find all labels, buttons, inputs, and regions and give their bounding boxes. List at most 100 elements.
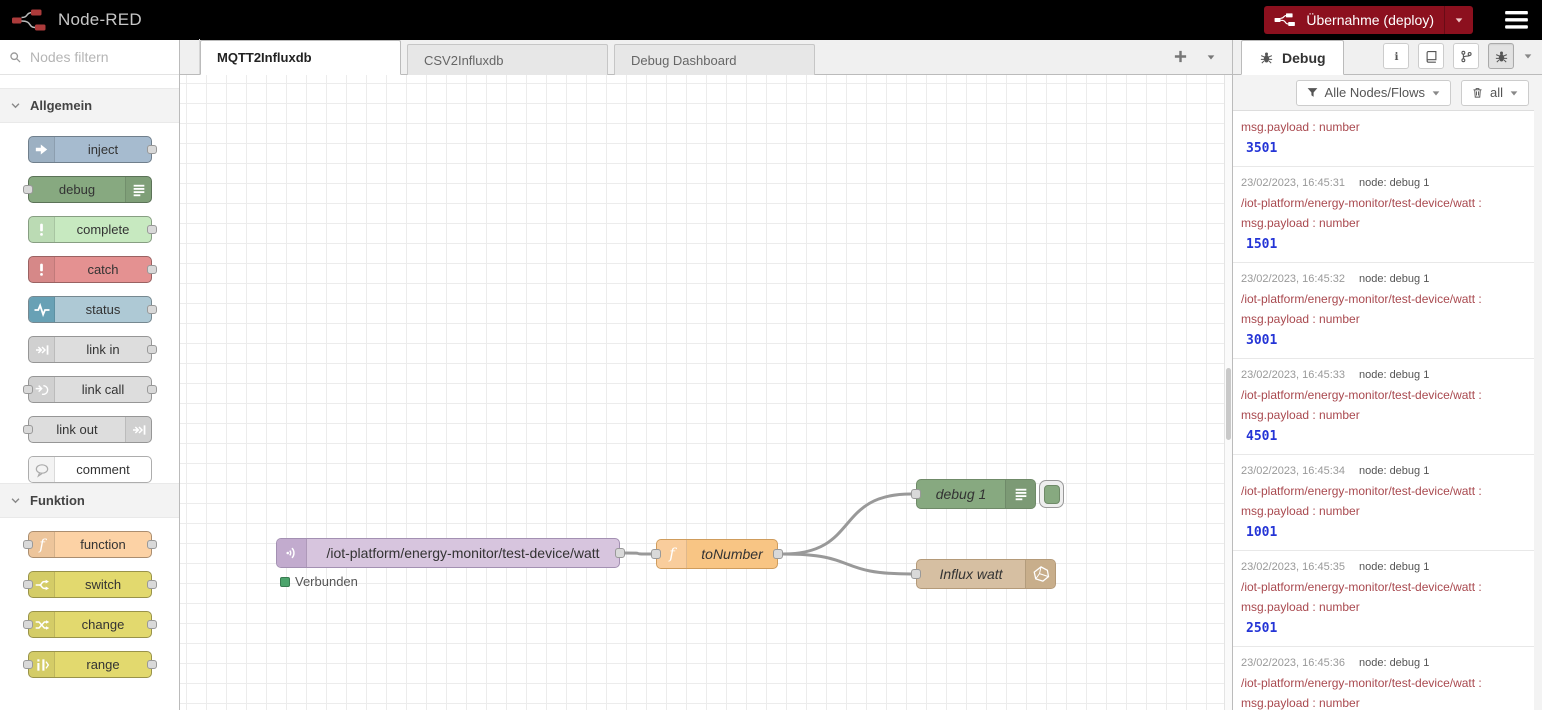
deploy-options-caret[interactable]: [1444, 6, 1473, 34]
debug-message-value: 1001: [1246, 525, 1278, 540]
flow-tab-MQTT2Influxdb[interactable]: MQTT2Influxdb: [200, 40, 401, 75]
sidebar-tab-git-branch-button[interactable]: [1453, 43, 1479, 69]
debug-list-icon: [1005, 480, 1035, 508]
node-output-port[interactable]: [615, 548, 625, 558]
sidebar-tab-bug-button[interactable]: [1488, 43, 1514, 69]
node-input-port[interactable]: [23, 185, 33, 194]
node-input-port[interactable]: [23, 660, 33, 669]
clear-caret-icon: [1509, 88, 1519, 98]
palette-node-switch[interactable]: switch: [23, 571, 157, 598]
flow-node-mqtt[interactable]: /iot-platform/energy-monitor/test-device…: [276, 538, 625, 568]
node-input-port[interactable]: [23, 620, 33, 629]
palette-category-Funktion[interactable]: Funktion: [0, 483, 179, 518]
node-output-port[interactable]: [147, 265, 157, 274]
palette-search-input[interactable]: [28, 48, 158, 66]
debug-filter-label: Alle Nodes/Flows: [1324, 85, 1425, 100]
flow-tab-label: Debug Dashboard: [631, 52, 737, 68]
node-output-port[interactable]: [147, 620, 157, 629]
node-output-port[interactable]: [147, 225, 157, 234]
chevron-down-icon: [10, 495, 21, 506]
palette-node-link-in[interactable]: link in: [28, 336, 157, 363]
range-scale-icon: [29, 652, 55, 677]
sidebar-tabs-caret[interactable]: [1523, 51, 1533, 61]
palette-node-change[interactable]: change: [23, 611, 157, 638]
palette-node-range[interactable]: range: [23, 651, 157, 678]
node-output-port[interactable]: [147, 660, 157, 669]
node-output-port[interactable]: [773, 549, 783, 559]
flow-canvas[interactable]: /iot-platform/energy-monitor/test-device…: [180, 75, 1224, 710]
palette-node-inject[interactable]: inject: [28, 136, 157, 163]
debug-message-value: 4501: [1246, 429, 1278, 444]
node-input-port[interactable]: [23, 580, 33, 589]
tab-debug[interactable]: Debug: [1241, 40, 1344, 75]
node-input-port[interactable]: [23, 385, 33, 394]
palette-search[interactable]: [0, 40, 179, 75]
main-menu-button[interactable]: [1505, 11, 1528, 29]
palette-category-Allgemein[interactable]: Allgemein: [0, 88, 179, 123]
debug-message-timestamp: 23/02/2023, 16:45:33: [1241, 369, 1345, 381]
node-output-port[interactable]: [147, 145, 157, 154]
canvas-scrollbar-thumb[interactable]: [1226, 368, 1231, 440]
debug-message-property: msg.payload : number: [1241, 504, 1360, 518]
debug-message-timestamp: 23/02/2023, 16:45:34: [1241, 465, 1345, 477]
flow-tab-Debug-Dashboard[interactable]: Debug Dashboard: [614, 44, 815, 75]
wire-tonumber-to-influx[interactable]: [782, 552, 912, 576]
debug-message-topic: /iot-platform/energy-monitor/test-device…: [1241, 196, 1482, 210]
palette-node-catch[interactable]: catch: [28, 256, 157, 283]
add-flow-button[interactable]: [1173, 49, 1188, 64]
sidebar-tab-info-button[interactable]: i: [1383, 43, 1409, 69]
node-input-port[interactable]: [911, 489, 921, 499]
palette-node-complete[interactable]: complete: [28, 216, 157, 243]
node-output-port[interactable]: [147, 385, 157, 394]
debug-message-timestamp: 23/02/2023, 16:45:31: [1241, 177, 1345, 189]
debug-clear-button[interactable]: all: [1460, 79, 1529, 106]
svg-text:i: i: [1394, 49, 1398, 62]
node-input-port[interactable]: [23, 540, 33, 549]
flow-tab-CSV2Influxdb[interactable]: CSV2Influxdb: [407, 44, 608, 75]
node-input-port[interactable]: [23, 425, 33, 434]
debug-message-value: 3501: [1246, 141, 1278, 156]
node-input-port[interactable]: [911, 569, 921, 579]
palette-node-link-call[interactable]: link call: [23, 376, 157, 403]
debug-message-timestamp: 23/02/2023, 16:45:35: [1241, 561, 1345, 573]
debug-filter-button[interactable]: Alle Nodes/Flows: [1295, 79, 1451, 106]
wire-mqtt-to-tonumber[interactable]: [624, 551, 652, 556]
debug-message-topic: /iot-platform/energy-monitor/test-device…: [1241, 580, 1482, 594]
flow-list-caret[interactable]: [1206, 52, 1216, 62]
flow-node-influx[interactable]: Influx watt: [911, 559, 1056, 589]
palette-node-debug[interactable]: debug: [23, 176, 152, 203]
palette-node-status[interactable]: status: [28, 296, 157, 323]
palette-node-label: link in: [86, 342, 120, 357]
node-input-port[interactable]: [651, 549, 661, 559]
palette-node-link-out[interactable]: link out: [23, 416, 152, 443]
flow-node-debug1[interactable]: debug 1: [911, 479, 1036, 509]
canvas-vertical-scrollbar[interactable]: [1224, 75, 1232, 710]
node-output-port[interactable]: [147, 305, 157, 314]
node-output-port[interactable]: [147, 345, 157, 354]
deploy-button[interactable]: Übernahme (deploy): [1264, 6, 1473, 34]
trash-icon: [1471, 86, 1484, 99]
node-output-port[interactable]: [147, 540, 157, 549]
link-arrow-icon: [29, 337, 55, 362]
palette-node-label: range: [86, 657, 120, 672]
node-status-dot: [280, 576, 290, 587]
palette-node-label: link out: [56, 422, 98, 437]
debug-enable-toggle[interactable]: [1039, 480, 1064, 508]
wire-tonumber-to-debug1[interactable]: [782, 492, 912, 556]
node-output-port[interactable]: [147, 580, 157, 589]
sidebar-tab-book-button[interactable]: [1418, 43, 1444, 69]
palette-node-comment[interactable]: comment: [28, 456, 152, 483]
node-palette: Allgemein inject debug complete catch status l…: [0, 40, 180, 710]
